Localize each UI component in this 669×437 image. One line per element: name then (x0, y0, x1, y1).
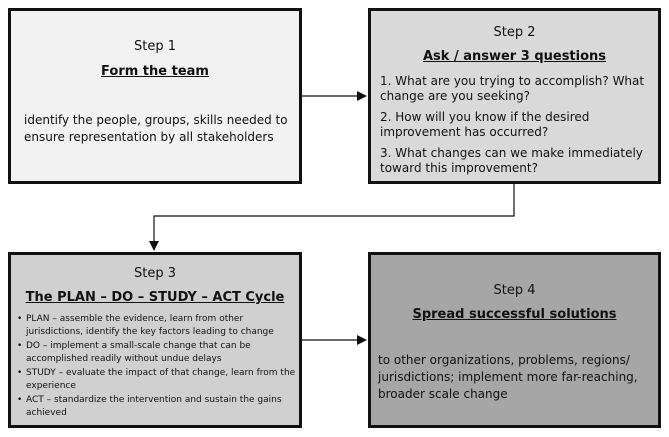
step-4-label: Step 4 (493, 283, 536, 298)
step-2-question-1: 1. What are you trying to accomplish? Wh… (380, 74, 645, 103)
step-3-cycle-list: PLAN – assemble the evidence, learn from… (17, 313, 297, 421)
step-3-item-study: STUDY – evaluate the impact of that chan… (17, 367, 297, 393)
step-3-heading: The PLAN – DO – STUDY – ACT Cycle (25, 290, 285, 305)
step-3-label: Step 3 (133, 266, 176, 281)
step-1-label: Step 1 (133, 39, 176, 54)
step-2-questions: 1. What are you trying to accomplish? Wh… (380, 74, 650, 182)
step-1-box: Step 1 Form the team identify the people… (8, 8, 302, 184)
step-2-question-3: 3. What changes can we make immediately … (380, 146, 643, 175)
step-4-body: to other organizations, problems, region… (378, 353, 638, 401)
step-3-box: Step 3 The PLAN – DO – STUDY – ACT Cycle… (8, 252, 302, 428)
step-3-item-act: ACT – standardize the intervention and s… (17, 394, 297, 420)
step-1-heading: Form the team (101, 64, 209, 79)
arrow-step2-to-step3 (149, 184, 515, 251)
step-4-heading: Spread successful solutions (412, 307, 617, 322)
step-2-label: Step 2 (493, 25, 536, 40)
step-2-box: Step 2 Ask / answer 3 questions 1. What … (368, 8, 661, 184)
step-3-item-plan: PLAN – assemble the evidence, learn from… (17, 313, 297, 339)
step-2-heading: Ask / answer 3 questions (422, 49, 607, 64)
step-4-box: Step 4 Spread successful solutions to ot… (368, 252, 661, 428)
step-3-item-do: DO – implement a small-scale change that… (17, 340, 297, 366)
step-2-question-2: 2. How will you know if the desired impr… (380, 110, 590, 139)
step-1-body: identify the people, groups, skills need… (24, 113, 288, 144)
